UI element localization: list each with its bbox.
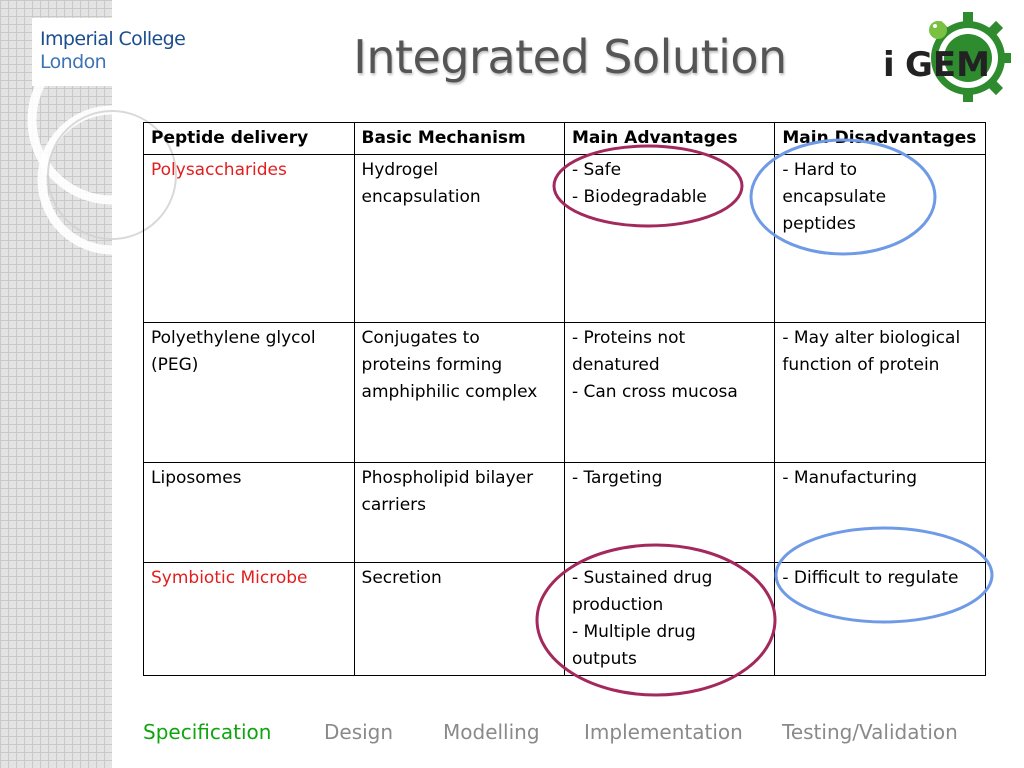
advantages-line: production (571, 595, 664, 615)
header-basic-mechanism: Basic Mechanism (353, 122, 565, 155)
nav-item-modelling[interactable]: Modelling (443, 720, 540, 744)
mechanism-line: Phospholipid bilayer (361, 468, 534, 488)
mechanism-line: amphiphilic complex (361, 382, 538, 402)
cell-disadvantages: - Hard to encapsulate peptides (774, 154, 986, 323)
advantages-line: - Biodegradable (571, 187, 707, 207)
advantages-line: - Multiple drug (571, 622, 696, 642)
igem-logo-i: i (883, 45, 895, 85)
advantages-line: - Safe (571, 160, 622, 180)
cell-disadvantages: - May alter biological function of protei… (774, 322, 986, 463)
cell-delivery: Polysaccharides (143, 154, 355, 323)
nav-item-specification[interactable]: Specification (143, 720, 272, 744)
igem-logo: i GEM (883, 12, 1011, 102)
disadvantages-line: - Difficult to regulate (782, 568, 959, 588)
cell-mechanism: Secretion (353, 562, 565, 676)
table-row: Liposomes Phospholipid bilayer carriers - T… (143, 462, 986, 563)
delivery-table: Peptide delivery Basic Mechanism Main Ad… (143, 122, 986, 676)
disadvantages-line: - Hard to (782, 160, 858, 180)
header-main-disadvantages: Main Disadvantages (774, 122, 986, 155)
disadvantages-line: - May alter biological (782, 328, 961, 348)
advantages-line: outputs (571, 649, 637, 669)
mechanism-line: Hydrogel (361, 160, 439, 180)
advantages-line: - Targeting (571, 468, 663, 488)
cell-mechanism: Conjugates to proteins forming amphiphilic… (353, 322, 565, 463)
imperial-college-logo: Imperial College London (32, 18, 196, 86)
slide-title: Integrated Solution (353, 30, 787, 84)
cell-disadvantages: - Manufacturing (774, 462, 986, 563)
cell-advantages: - Sustained drug production - Multiple dru… (563, 562, 776, 676)
logo-line-2: London (40, 51, 107, 73)
cell-delivery: Symbiotic Microbe (143, 562, 355, 676)
nav-item-design[interactable]: Design (324, 720, 394, 744)
advantages-line: denatured (571, 355, 660, 375)
table-row: Polyethylene glycol (PEG) Conjugates to pr… (143, 322, 986, 463)
side-pattern-strip (0, 0, 112, 768)
cell-mechanism: Phospholipid bilayer carriers (353, 462, 565, 563)
cell-advantages: - Safe - Biodegradable (563, 154, 776, 323)
table-header-row: Peptide delivery Basic Mechanism Main Ad… (143, 122, 986, 155)
mechanism-line: proteins forming (361, 355, 503, 375)
table-row: Symbiotic Microbe Secretion - Sustained dr… (143, 562, 986, 676)
mechanism-line: Conjugates to (361, 328, 480, 348)
advantages-line: - Proteins not (571, 328, 686, 348)
cell-delivery: Liposomes (143, 462, 355, 563)
cell-disadvantages: - Difficult to regulate (774, 562, 986, 676)
advantages-line: - Sustained drug (571, 568, 713, 588)
cell-advantages: - Proteins not denatured - Can cross mucos… (563, 322, 776, 463)
logo-line-1: Imperial College (40, 28, 186, 50)
disadvantages-line: encapsulate (782, 187, 887, 207)
mechanism-line: Secretion (361, 568, 442, 588)
disadvantages-line: function of protein (782, 355, 940, 375)
igem-logo-gem: GEM (905, 45, 990, 85)
header-peptide-delivery: Peptide delivery (143, 122, 355, 155)
disadvantages-line: - Manufacturing (782, 468, 918, 488)
cell-mechanism: Hydrogel encapsulation (353, 154, 565, 323)
header-main-advantages: Main Advantages (563, 122, 776, 155)
nav-item-testing-validation[interactable]: Testing/Validation (782, 720, 958, 744)
table-row: Polysaccharides Hydrogel encapsulation - Sa… (143, 154, 986, 323)
cell-advantages: - Targeting (563, 462, 776, 563)
cell-delivery: Polyethylene glycol (PEG) (143, 322, 355, 463)
mechanism-line: encapsulation (361, 187, 481, 207)
nav-item-implementation[interactable]: Implementation (584, 720, 743, 744)
disadvantages-line: peptides (782, 214, 856, 234)
mechanism-line: carriers (361, 495, 427, 515)
advantages-line: - Can cross mucosa (571, 382, 738, 402)
igem-gear-icon (929, 12, 1011, 102)
